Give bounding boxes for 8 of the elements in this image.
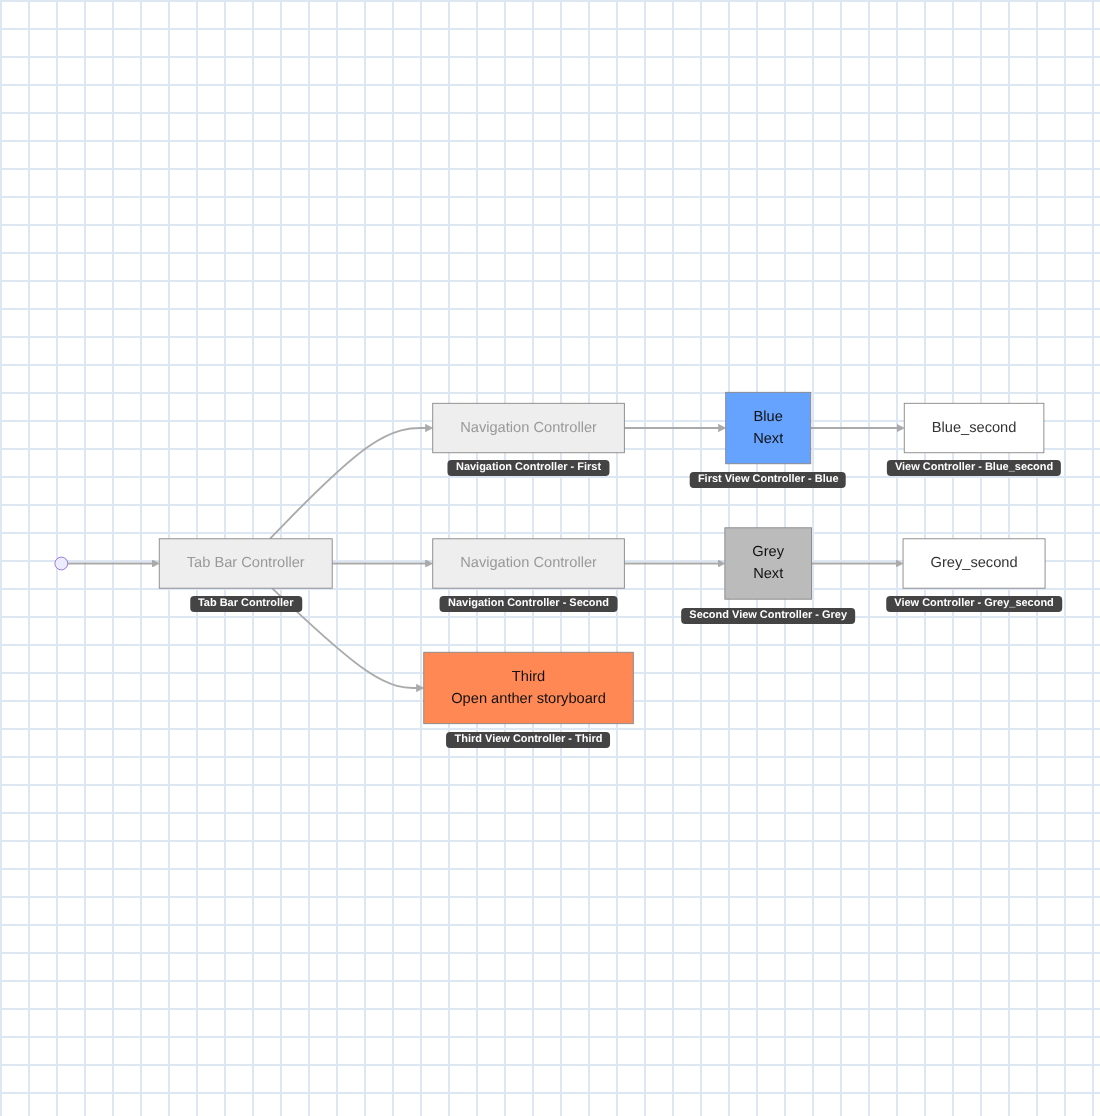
arrow — [623, 559, 726, 568]
arrow — [268, 424, 434, 540]
arrow — [809, 424, 905, 433]
arrow — [810, 559, 904, 568]
arrow — [271, 587, 425, 692]
arrow — [331, 559, 434, 568]
arrow — [66, 559, 160, 568]
arrow — [623, 424, 727, 433]
